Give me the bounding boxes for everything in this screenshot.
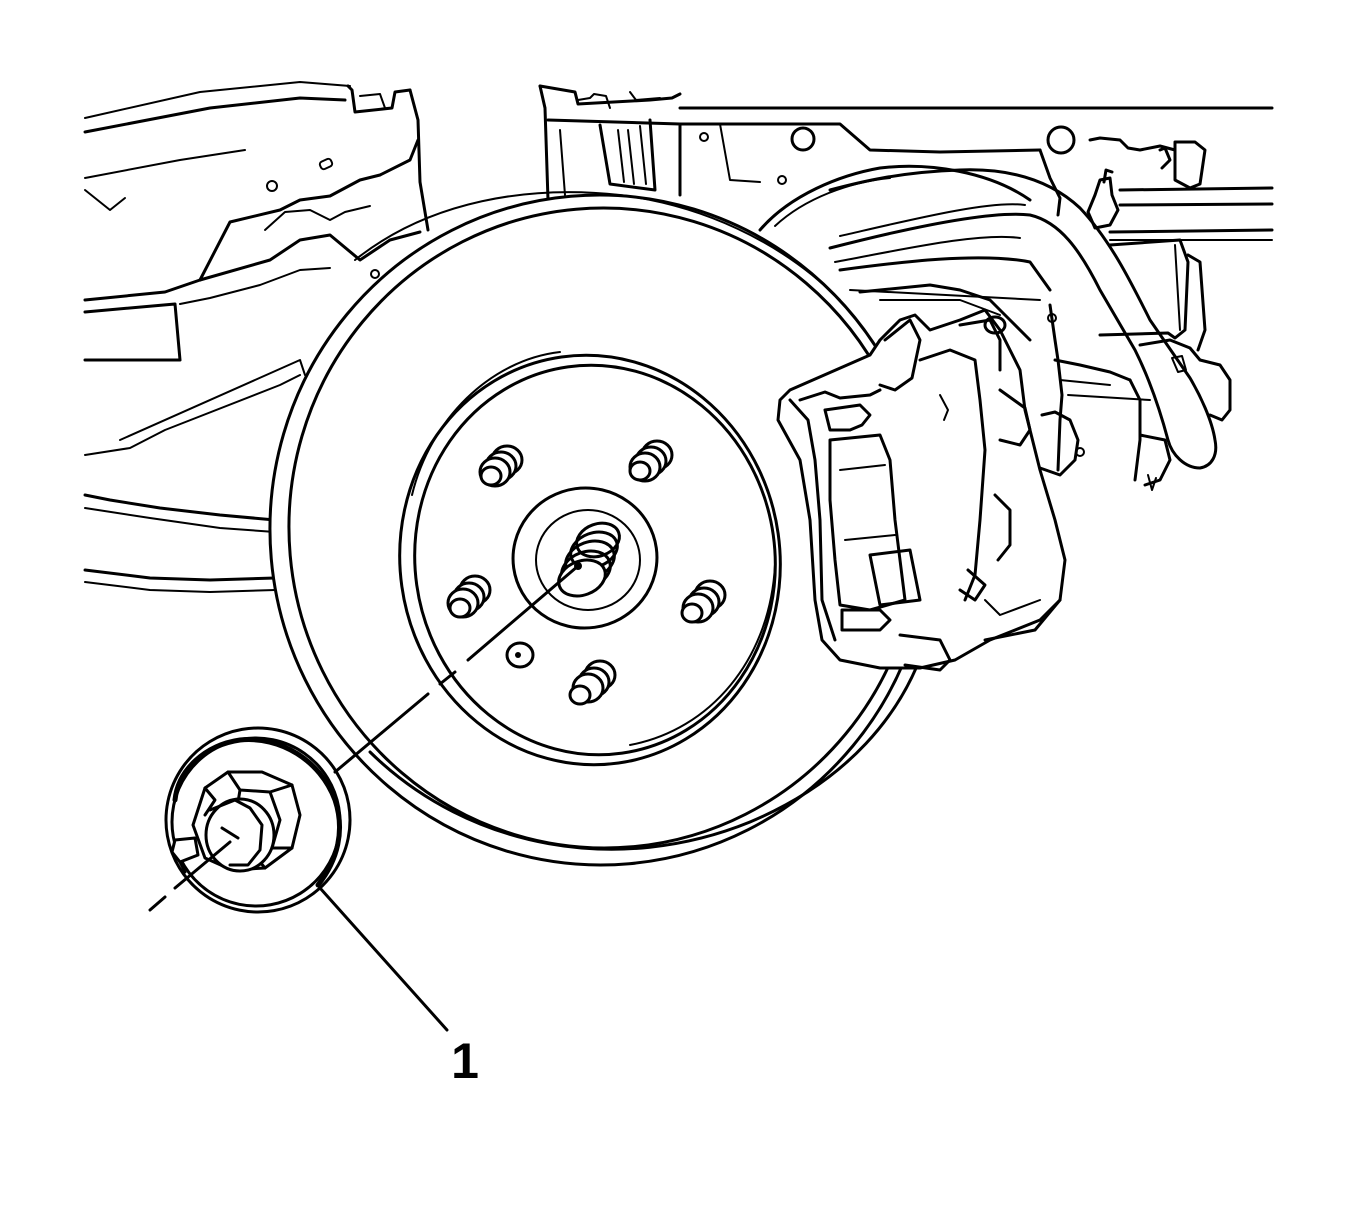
wheel-stud	[680, 579, 727, 624]
wheel-stud	[446, 574, 492, 619]
wheel-stud	[568, 659, 617, 706]
brake-caliper	[776, 308, 1080, 672]
hub-nut-and-washer	[164, 726, 352, 914]
callout-label-1: 1	[451, 1033, 479, 1089]
underbody-frame	[83, 81, 1274, 593]
callout-leader-line	[318, 886, 449, 1032]
brake-rotor	[268, 191, 932, 867]
rotor-retaining-screw	[505, 641, 535, 669]
wheel-studs	[446, 439, 727, 706]
stabilizer-bar	[828, 168, 1218, 482]
wheel-stud	[478, 444, 524, 488]
wheel-stud	[628, 439, 674, 483]
axle-centerline	[148, 564, 580, 912]
